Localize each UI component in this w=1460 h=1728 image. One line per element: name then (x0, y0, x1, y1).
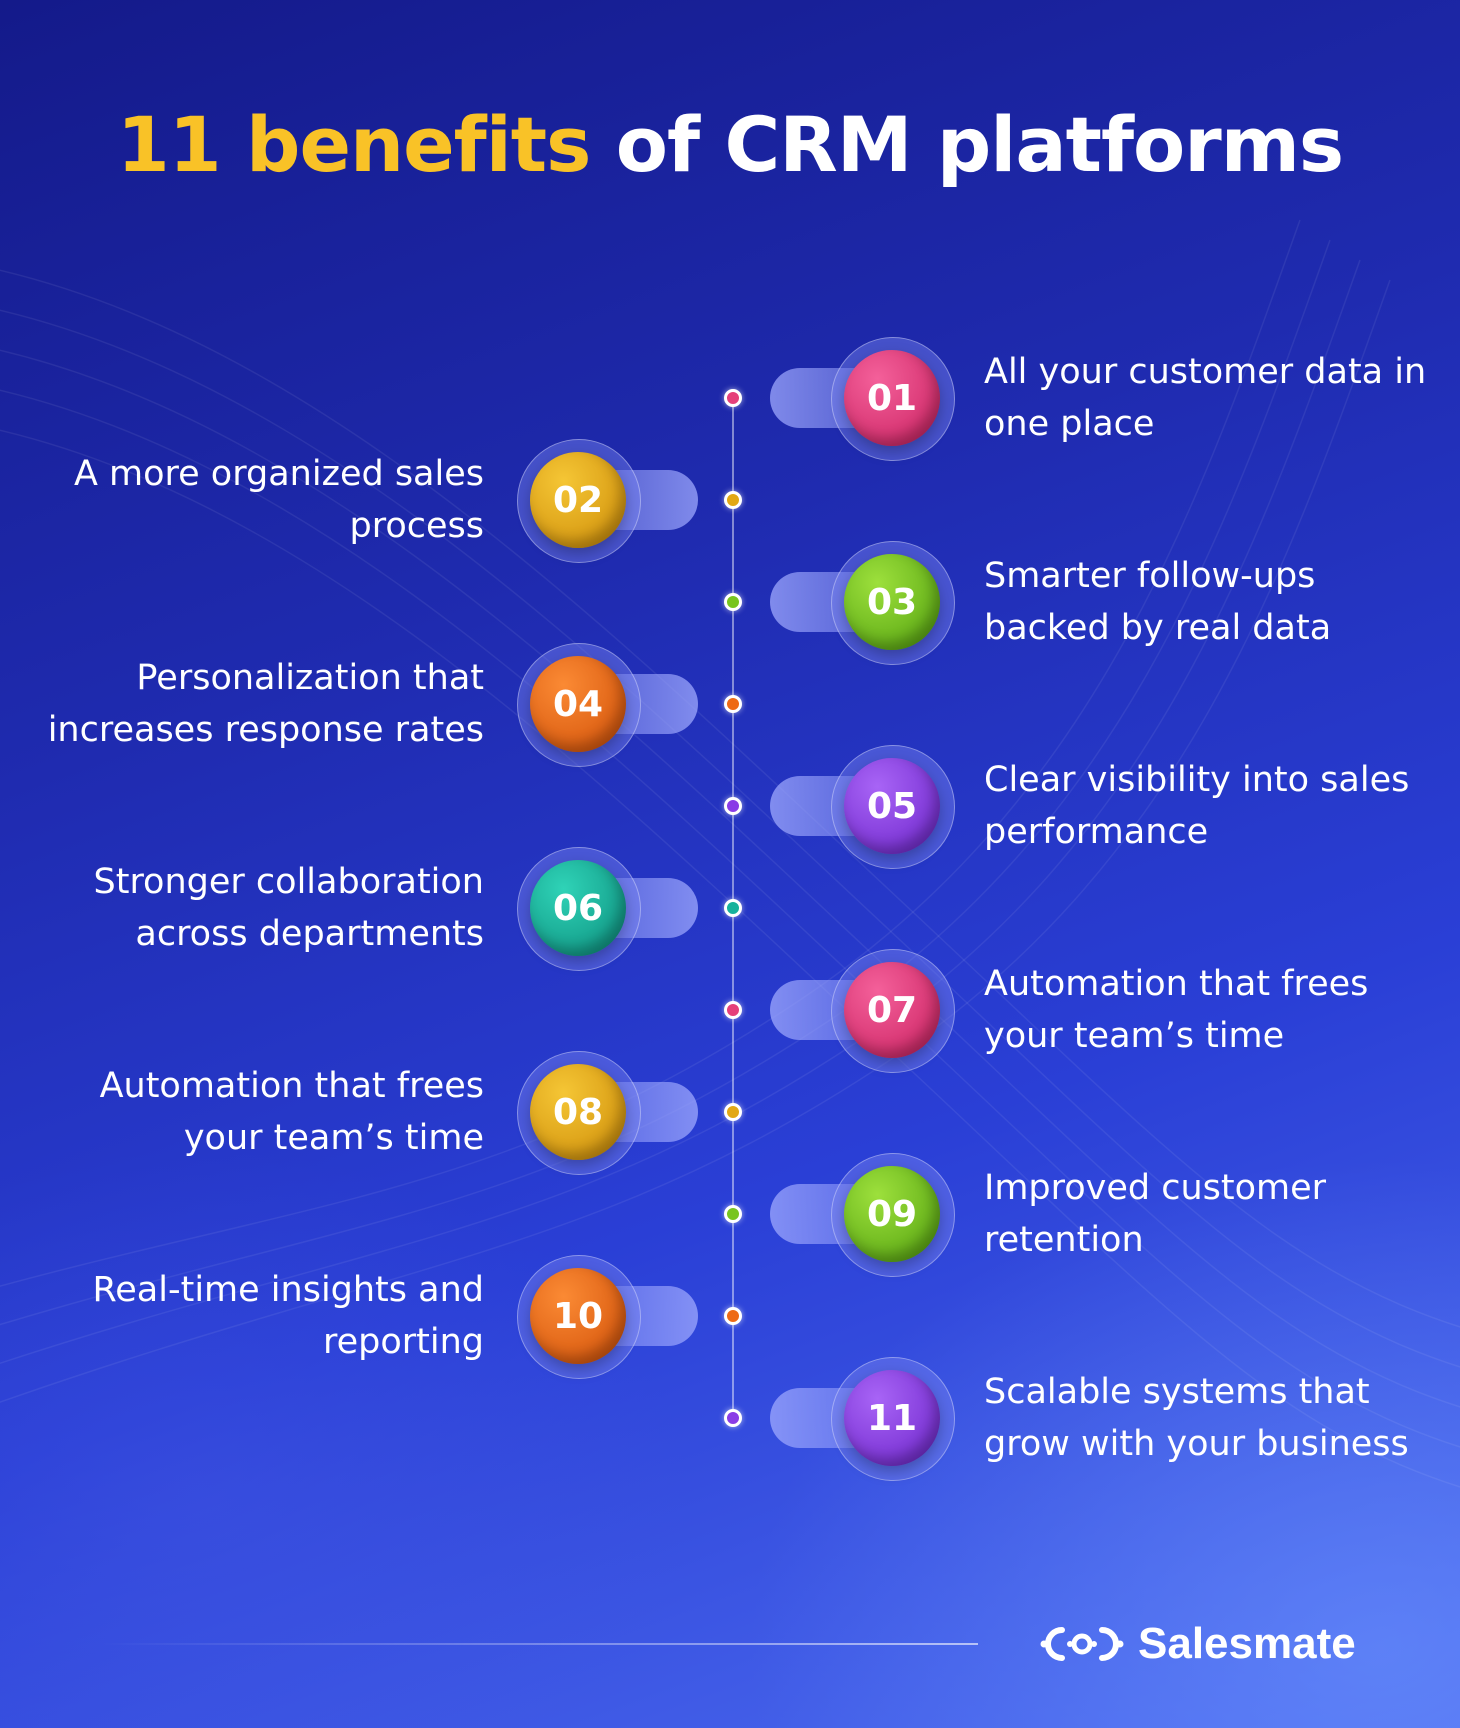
benefit-number-badge: 09 (844, 1166, 940, 1262)
benefit-number-badge: 02 (530, 452, 626, 548)
title-highlight: 11 benefits (116, 100, 591, 189)
timeline-dot (724, 695, 742, 713)
benefit-text: Scalable systems that grow with your bus… (984, 1372, 1409, 1464)
timeline-dot (724, 1205, 742, 1223)
brand: Salesmate (1040, 1618, 1356, 1670)
benefit-number-badge: 08 (530, 1064, 626, 1160)
benefit-text: Personalization that increases response … (47, 658, 484, 750)
benefit-number-badge: 01 (844, 350, 940, 446)
benefit-number-badge: 04 (530, 656, 626, 752)
salesmate-logo-icon (1040, 1627, 1124, 1661)
benefit-text: All your customer data in one place (984, 352, 1427, 444)
benefit-text: Clear visibility into sales performance (984, 760, 1410, 852)
benefit-text: Stronger collaboration across department… (93, 862, 485, 954)
timeline-dot (724, 389, 742, 407)
benefit-number-badge: 05 (844, 758, 940, 854)
benefit-number-badge: 11 (844, 1370, 940, 1466)
benefit-number-badge: 03 (844, 554, 940, 650)
timeline-dot (724, 1103, 742, 1121)
timeline-dot (724, 491, 742, 509)
timeline-dot (724, 1409, 742, 1427)
timeline-dot (724, 797, 742, 815)
page-title: 11 benefits of CRM platforms (0, 100, 1460, 189)
timeline-dot (724, 899, 742, 917)
benefit-text: Improved customer retention (984, 1168, 1327, 1260)
benefit-text: Automation that frees your team’s time (984, 964, 1369, 1056)
timeline-dot (724, 593, 742, 611)
benefit-text: Real-time insights and reporting (92, 1270, 484, 1362)
benefit-number-badge: 06 (530, 860, 626, 956)
benefit-number-badge: 10 (530, 1268, 626, 1364)
benefit-text: Smarter follow-ups backed by real data (984, 556, 1332, 648)
brand-name: Salesmate (1138, 1619, 1356, 1668)
footer-divider (100, 1643, 978, 1645)
timeline-dot (724, 1001, 742, 1019)
benefit-number-badge: 07 (844, 962, 940, 1058)
title-rest: of CRM platforms (590, 100, 1344, 189)
benefit-text: A more organized sales process (73, 454, 484, 546)
timeline-dot (724, 1307, 742, 1325)
benefit-text: Automation that frees your team’s time (99, 1066, 484, 1158)
